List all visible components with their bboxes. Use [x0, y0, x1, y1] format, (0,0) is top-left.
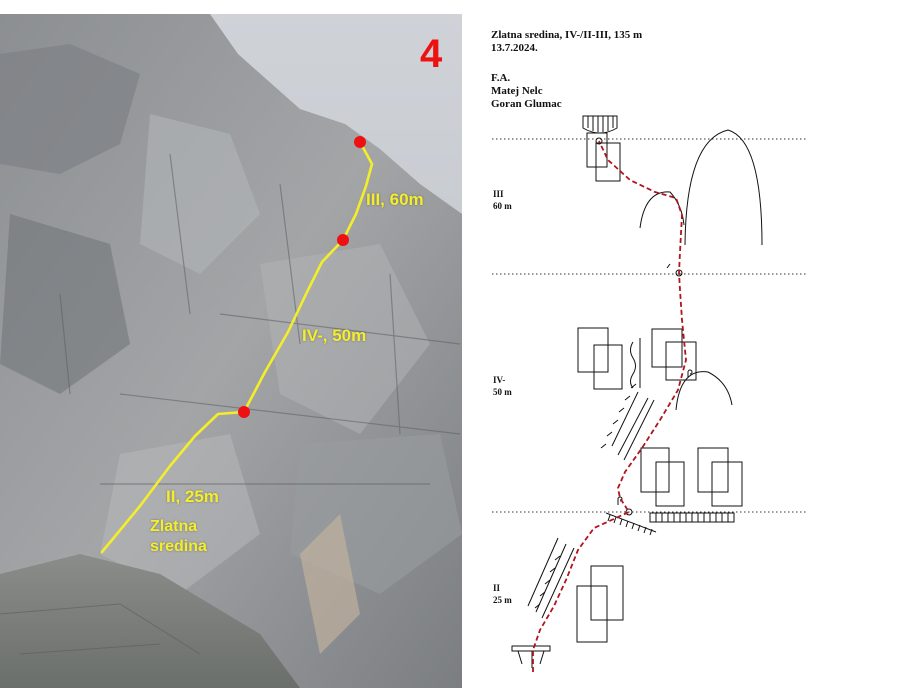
rock-blocks: [576, 327, 743, 643]
belay-point-top: [354, 136, 366, 148]
pitch-label-top: III, 60m: [366, 190, 424, 209]
arches: [639, 129, 763, 411]
pitch-grade: IV-: [493, 375, 506, 385]
cracks: [527, 383, 655, 619]
climber-name: Goran Glumac: [491, 98, 562, 110]
summit-overhang: [582, 115, 621, 182]
route-number: 4: [420, 32, 443, 76]
pitch-length: 25 m: [493, 595, 512, 605]
topo-diagram: Zlatna sredina, IV-/II-III, 135 m 13.7.2…: [470, 0, 900, 688]
belay-stations: [595, 137, 693, 516]
scree-slope: [0, 554, 300, 688]
pitch-grade: III: [493, 189, 504, 199]
pitch-grade: II: [493, 583, 501, 593]
route-name-line1: Zlatna: [150, 518, 198, 535]
route-name-line2: sredina: [150, 538, 207, 555]
pitch-length: 60 m: [493, 201, 512, 211]
belay-point-upper: [337, 234, 349, 246]
pitch-length: 50 m: [493, 387, 512, 397]
route-line: [532, 140, 687, 672]
first-ascent-label: F.A.: [491, 72, 511, 84]
pitch-dividers: [492, 138, 806, 513]
route-photo: [0, 14, 462, 688]
pitch-label-middle: IV-, 50m: [302, 326, 367, 345]
route-line: [100, 140, 374, 554]
rock-face-illustration: [0, 14, 462, 688]
pitch-label-bottom: II, 25m: [166, 487, 219, 506]
topo-date: 13.7.2024.: [491, 42, 538, 54]
topo-sketch: [492, 115, 806, 672]
belay-point-lower: [238, 406, 250, 418]
climber-name: Matej Nelc: [491, 85, 543, 97]
slabs: [511, 512, 735, 668]
topo-title: Zlatna sredina, IV-/II-III, 135 m: [491, 29, 643, 41]
